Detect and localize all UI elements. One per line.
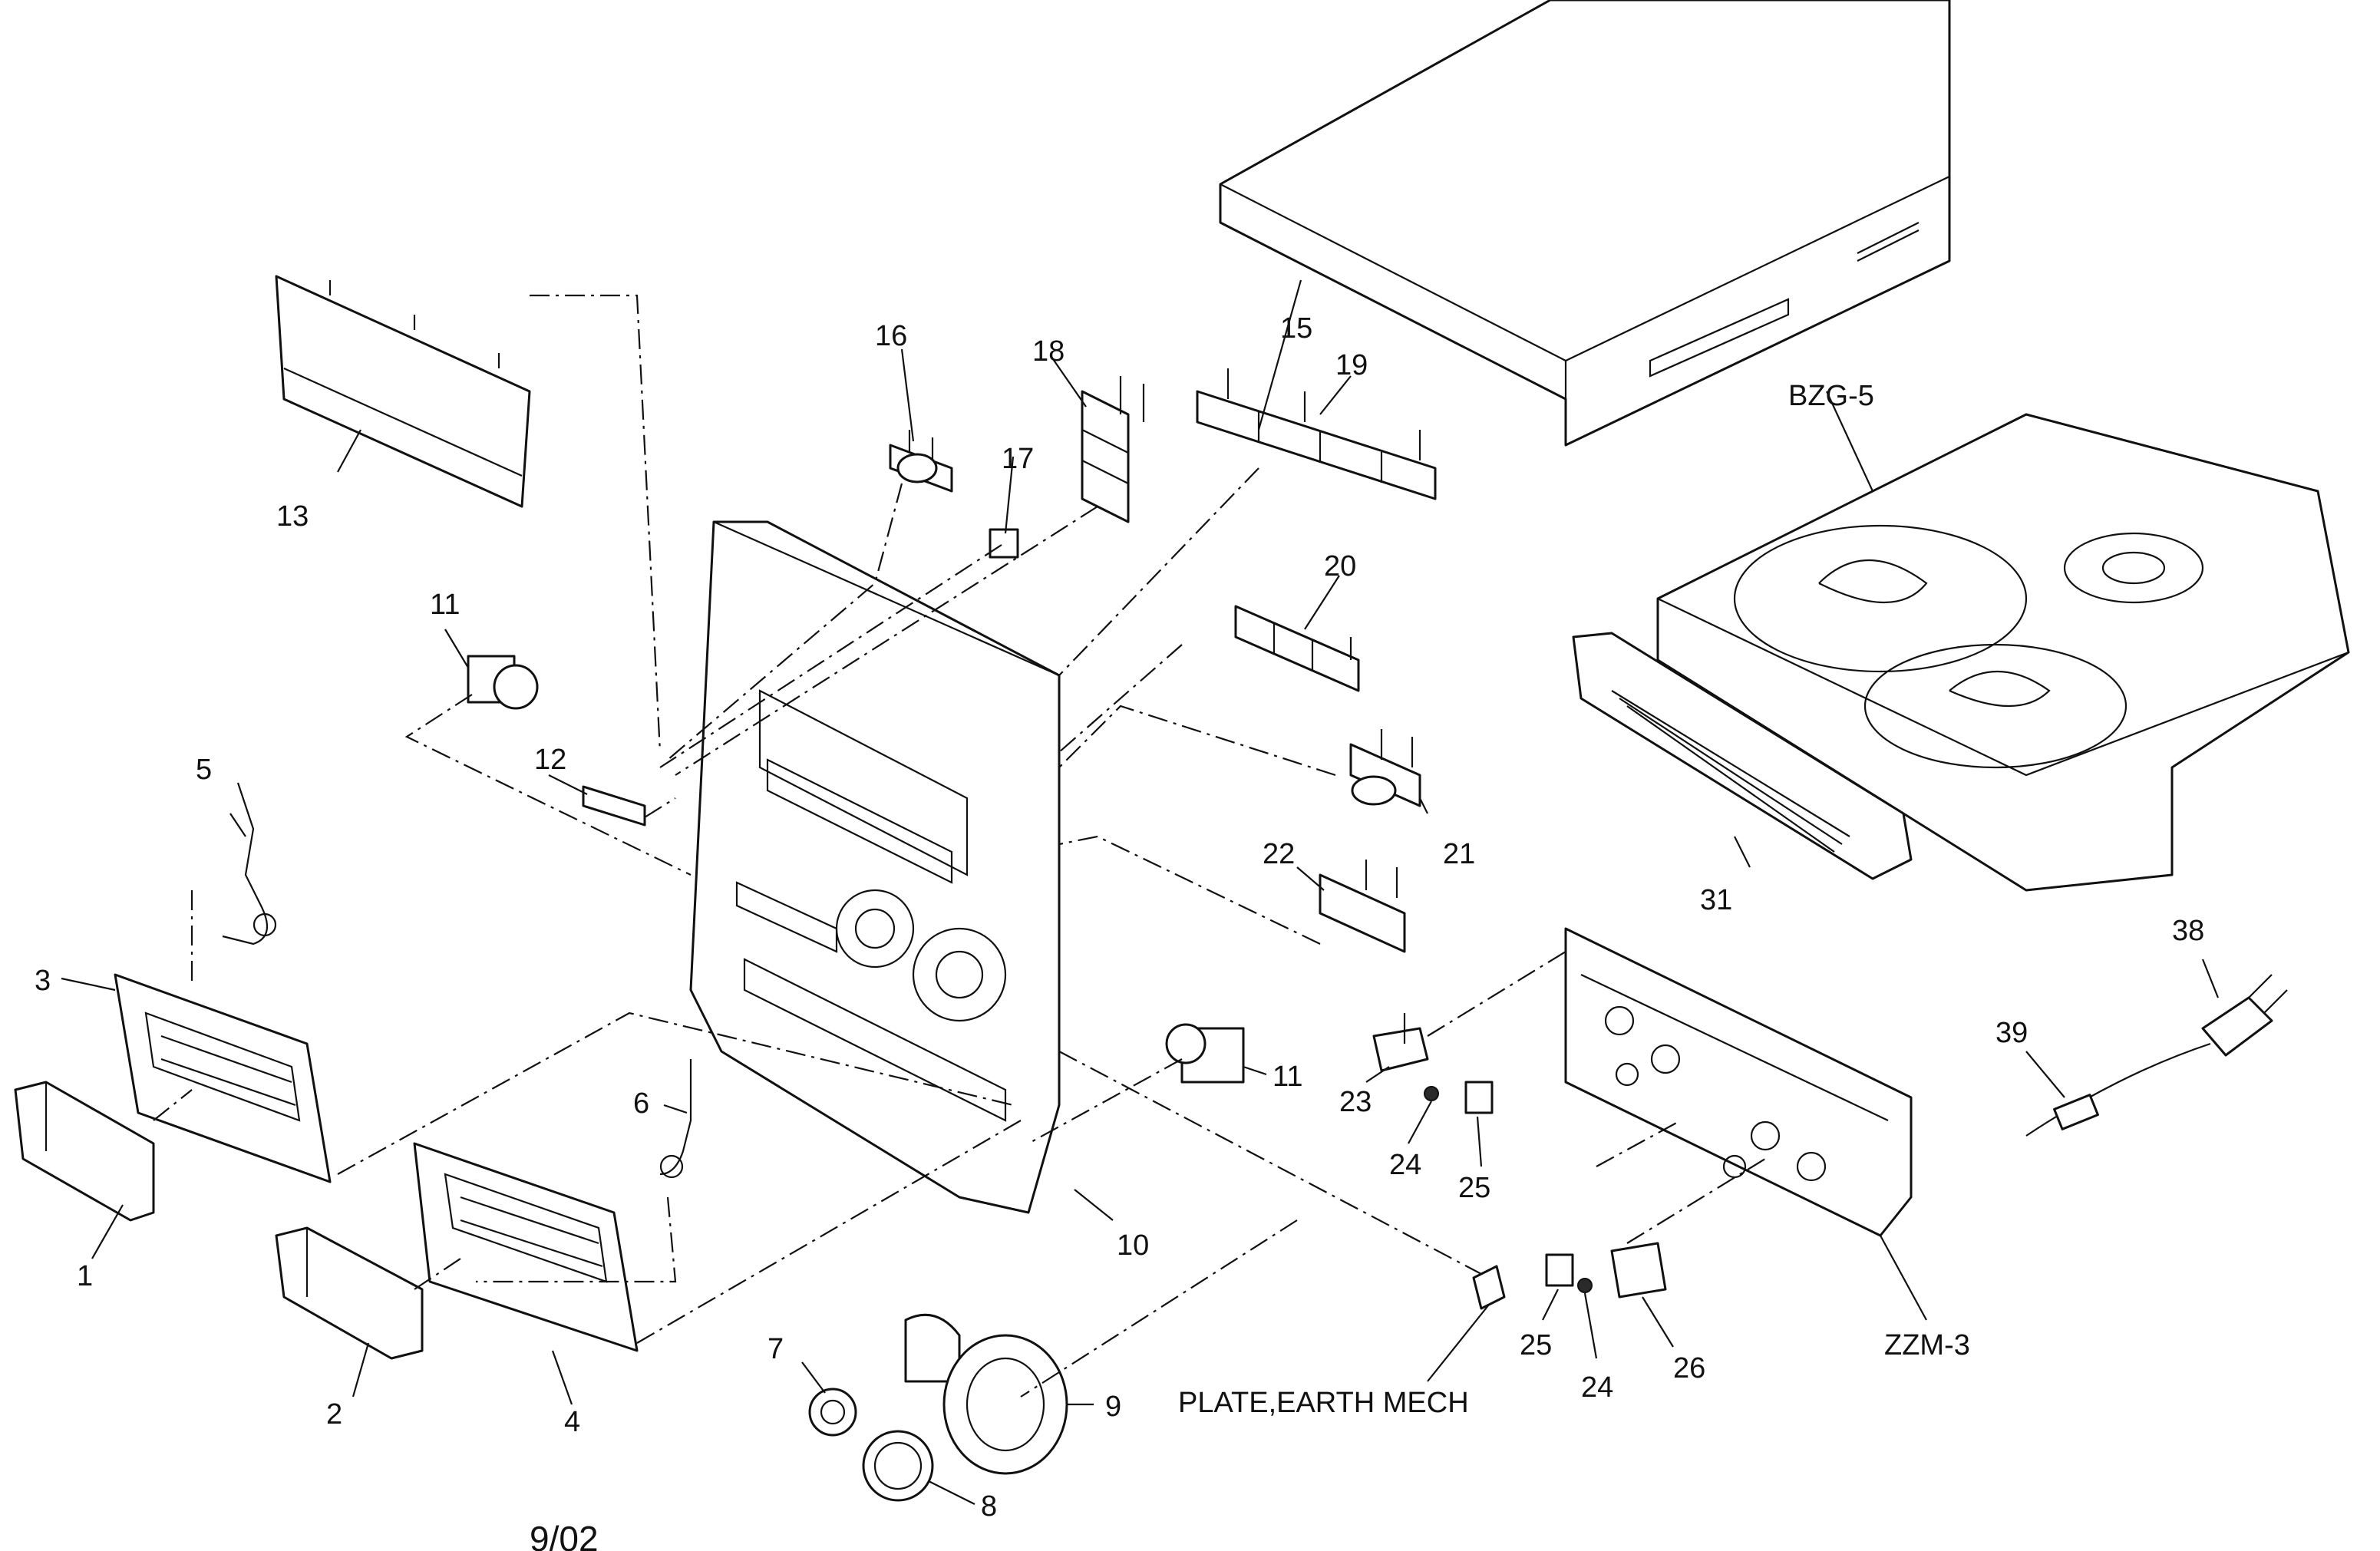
bracket-part-23: [1372, 1013, 1429, 1072]
label-part-22: 22: [1263, 838, 1295, 870]
plate-earth-mech-part: [1472, 1265, 1506, 1310]
dial-ring-part: [904, 1313, 1068, 1475]
label-part-12: 12: [534, 744, 566, 776]
top-cover-part: [1219, 0, 1951, 447]
label-part-24-lower: 24: [1581, 1371, 1613, 1404]
cd-changer-mechanism: [1656, 413, 2350, 892]
label-part-15: 15: [1280, 312, 1312, 345]
spring-part-24-upper: [1424, 1086, 1439, 1101]
front-cabinet-part: [689, 520, 1061, 1214]
button-assembly-21: [1349, 729, 1421, 807]
cassette-mechanism-board: [1564, 927, 1913, 1237]
cassette-holder-right-part: [413, 1142, 639, 1352]
label-part-39: 39: [1995, 1017, 2028, 1049]
cassette-lid-part: [275, 275, 531, 508]
switch-part-25-upper: [1464, 1081, 1494, 1114]
volume-knob-upper-part: [467, 655, 539, 710]
volume-knob-lower-part: [1165, 1023, 1245, 1084]
label-part-25-lower: 25: [1520, 1329, 1552, 1361]
label-part-2: 2: [326, 1398, 342, 1431]
label-zzm-3: ZZM-3: [1884, 1329, 1970, 1361]
dial-knob-part: [862, 1430, 934, 1502]
spring-part-24-lower: [1577, 1278, 1593, 1293]
power-cord-part: [2025, 1042, 2211, 1137]
label-part-9: 9: [1105, 1391, 1121, 1423]
label-part-10: 10: [1117, 1229, 1149, 1262]
label-part-17: 17: [1002, 443, 1034, 475]
label-part-19: 19: [1335, 349, 1368, 381]
label-part-21: 21: [1443, 838, 1475, 870]
part-labels: 15 BZG-5 13 16 17 18 19 20 11 12 21 22 3…: [35, 312, 2204, 1523]
cd-tray-front-part: [1572, 632, 1913, 880]
button-assembly-19: [1196, 368, 1437, 500]
switch-part-25-lower: [1545, 1253, 1574, 1287]
leader-lines: [61, 279, 2220, 1505]
label-part-25-upper: 25: [1458, 1172, 1490, 1204]
label-part-26: 26: [1673, 1352, 1705, 1384]
small-switch-part: [989, 528, 1019, 559]
cassette-door-left-part: [14, 1081, 155, 1222]
label-part-7: 7: [767, 1333, 784, 1365]
button-assembly-22: [1319, 860, 1406, 953]
power-plug-part: [2201, 974, 2288, 1057]
label-part-11-upper: 11: [430, 589, 460, 621]
label-part-3: 3: [35, 965, 51, 997]
jog-knob-part: [808, 1388, 857, 1437]
label-part-8: 8: [981, 1490, 997, 1523]
label-part-13: 13: [276, 500, 309, 533]
label-part-31: 31: [1700, 884, 1732, 916]
label-part-18: 18: [1032, 335, 1065, 368]
cassette-door-right-part: [275, 1226, 424, 1360]
label-part-11-lower: 11: [1273, 1061, 1302, 1093]
spring-part-5: [222, 782, 277, 945]
label-part-24-upper: 24: [1389, 1149, 1421, 1181]
label-part-16: 16: [875, 320, 907, 352]
bracket-part-26: [1610, 1242, 1667, 1299]
label-part-38: 38: [2172, 915, 2204, 947]
label-part-1: 1: [77, 1260, 93, 1292]
small-button-part: [582, 785, 646, 827]
label-part-4: 4: [564, 1406, 580, 1438]
button-assembly-20: [1234, 605, 1360, 692]
label-part-5: 5: [196, 754, 212, 786]
label-bzg-5: BZG-5: [1788, 380, 1874, 412]
label-plate-earth-mech: PLATE,EARTH MECH: [1178, 1387, 1469, 1419]
spring-part-6: [659, 1059, 692, 1179]
footer-code: 9/02: [530, 1519, 599, 1551]
button-assembly-18: [1081, 376, 1145, 523]
power-button-assembly: [889, 430, 953, 493]
label-part-6: 6: [633, 1087, 649, 1120]
assembly-lines: [153, 294, 1766, 1398]
cassette-holder-left-part: [114, 973, 332, 1183]
label-part-23: 23: [1339, 1086, 1372, 1118]
label-part-20: 20: [1324, 550, 1356, 582]
